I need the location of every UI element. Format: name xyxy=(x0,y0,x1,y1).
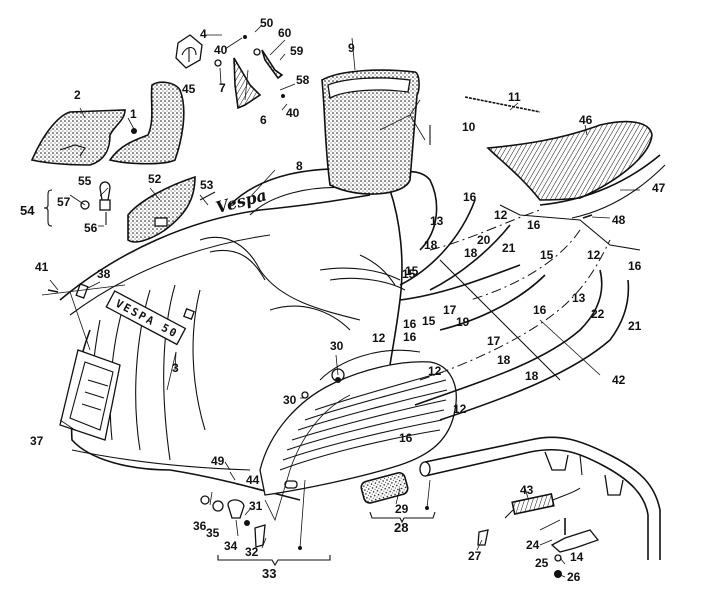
label-57: 57 xyxy=(57,195,71,209)
label-10: 10 xyxy=(462,120,476,134)
rubber-foot-29 xyxy=(360,471,409,504)
label-2: 2 xyxy=(74,88,81,102)
label-17: 17 xyxy=(443,303,457,317)
label-59: 59 xyxy=(290,44,304,58)
label-16b: 16 xyxy=(527,218,541,232)
script-logo-text: Vespa xyxy=(214,185,269,217)
label-55: 55 xyxy=(78,174,92,188)
label-34: 34 xyxy=(224,539,238,553)
label-33: 33 xyxy=(262,566,276,581)
label-19: 19 xyxy=(456,315,470,329)
group-braces xyxy=(43,189,436,567)
label-22: 22 xyxy=(591,307,605,321)
label-14: 14 xyxy=(570,550,584,564)
label-48: 48 xyxy=(612,213,626,227)
label-52: 52 xyxy=(148,172,162,186)
label-1: 1 xyxy=(130,107,137,121)
label-12d: 12 xyxy=(587,248,601,262)
label-26: 26 xyxy=(567,570,581,584)
rubber-strip xyxy=(464,96,541,113)
label-36: 36 xyxy=(193,519,207,533)
label-54: 54 xyxy=(20,203,35,218)
label-42: 42 xyxy=(612,373,626,387)
label-60: 60 xyxy=(278,26,292,40)
label-13: 13 xyxy=(430,214,444,228)
label-16f: 16 xyxy=(399,431,413,445)
horn-trim xyxy=(233,49,284,110)
label-35: 35 xyxy=(206,526,220,540)
label-15: 15 xyxy=(405,264,419,278)
label-8: 8 xyxy=(296,159,303,173)
vespa50-badge: VESPA 50 xyxy=(105,290,187,346)
label-46: 46 xyxy=(579,113,593,127)
label-41: 41 xyxy=(35,260,49,274)
label-7: 7 xyxy=(219,81,226,95)
label-37: 37 xyxy=(30,434,44,448)
label-28: 28 xyxy=(394,520,408,535)
label-43: 43 xyxy=(520,483,534,497)
label-16e: 16 xyxy=(533,303,547,317)
label-20: 20 xyxy=(477,233,491,247)
label-18c: 18 xyxy=(497,353,511,367)
label-15d: 15 xyxy=(402,267,416,281)
license-plate-holder xyxy=(59,349,121,441)
floor-mat xyxy=(486,120,666,219)
label-50: 50 xyxy=(260,16,274,30)
storage-box xyxy=(321,69,420,195)
label-12: 12 xyxy=(494,208,508,222)
label-40a: 40 xyxy=(214,43,228,57)
glovebox-panel xyxy=(30,109,126,166)
label-47: 47 xyxy=(652,181,666,195)
label-53: 53 xyxy=(200,178,214,192)
front-grille xyxy=(259,349,457,496)
label-18d: 18 xyxy=(525,369,539,383)
label-56: 56 xyxy=(84,221,98,235)
label-58: 58 xyxy=(296,73,310,87)
glovebox-door xyxy=(127,175,196,243)
label-25: 25 xyxy=(535,556,549,570)
label-29: 29 xyxy=(395,502,409,516)
label-15b: 15 xyxy=(422,314,436,328)
label-21: 21 xyxy=(502,241,516,255)
label-12c: 12 xyxy=(453,402,467,416)
label-49: 49 xyxy=(211,454,225,468)
label-24: 24 xyxy=(526,538,540,552)
label-45: 45 xyxy=(182,82,196,96)
piaggio-hex-emblem xyxy=(175,34,203,69)
label-16: 16 xyxy=(463,190,477,204)
label-3: 3 xyxy=(172,361,179,375)
label-44: 44 xyxy=(246,473,260,487)
center-stand xyxy=(419,436,661,560)
label-38: 38 xyxy=(97,267,111,281)
label-40b: 40 xyxy=(286,106,300,120)
label-27: 27 xyxy=(468,549,482,563)
label-30b: 30 xyxy=(283,393,297,407)
label-12b: 12 xyxy=(372,331,386,345)
leader-lines xyxy=(41,24,640,578)
floor-strips xyxy=(399,199,641,421)
label-16g: 16 xyxy=(403,317,417,331)
label-6: 6 xyxy=(260,113,267,127)
label-15c: 15 xyxy=(540,248,554,262)
label-13b: 13 xyxy=(572,291,586,305)
label-12e: 12 xyxy=(428,364,442,378)
part-labels: 1 2 3 4 6 7 8 9 10 11 12 13 14 15 16 17 … xyxy=(20,16,666,584)
label-11: 11 xyxy=(508,90,521,104)
label-30: 30 xyxy=(330,339,344,353)
label-31: 31 xyxy=(249,499,263,513)
label-32: 32 xyxy=(245,545,259,559)
label-21b: 21 xyxy=(628,319,642,333)
stand-spring-43 xyxy=(504,487,581,519)
vespa-script-logo: Vespa xyxy=(214,185,269,217)
label-18: 18 xyxy=(424,238,438,252)
label-16d: 16 xyxy=(403,330,417,344)
label-4: 4 xyxy=(200,27,207,41)
legshield-trim-45 xyxy=(108,81,185,165)
label-16c: 16 xyxy=(628,259,642,273)
label-18b: 18 xyxy=(464,246,478,260)
label-17b: 17 xyxy=(487,334,501,348)
label-9: 9 xyxy=(348,41,355,55)
